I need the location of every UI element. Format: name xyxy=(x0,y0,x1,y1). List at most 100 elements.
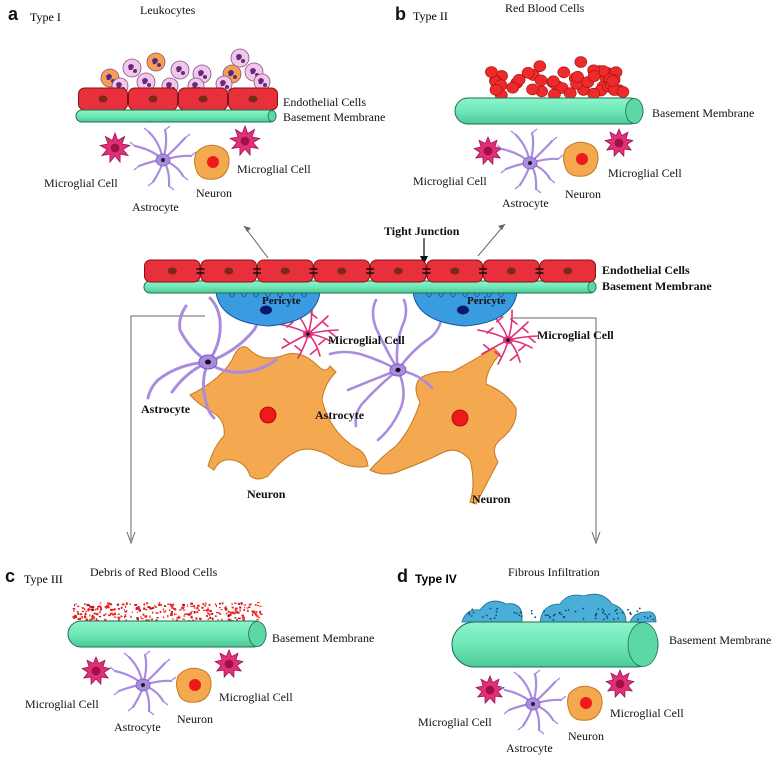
debris-fragment xyxy=(231,606,234,609)
astrocyte-process xyxy=(376,368,405,442)
astrocyte-branch xyxy=(182,175,189,181)
debris-fragment xyxy=(243,604,246,606)
debris-fragment xyxy=(209,609,212,612)
leukocyte-cluster xyxy=(100,48,271,95)
fibrous-speck xyxy=(616,612,618,615)
debris-fragment xyxy=(218,607,221,609)
red-blood-cell-cluster xyxy=(485,56,630,101)
astrocyte-branch xyxy=(184,133,191,139)
panel-d-microglia-right xyxy=(605,668,635,699)
fibrous-speck xyxy=(617,617,620,620)
fibrous-speck xyxy=(534,616,537,619)
debris-fragment xyxy=(173,608,175,610)
astrocyte-nucleus xyxy=(161,158,165,162)
neuron-body xyxy=(189,346,369,480)
debris-fragment xyxy=(142,613,145,616)
debris-fragment xyxy=(185,613,188,615)
debris-fragment xyxy=(107,602,110,605)
debris-fragment xyxy=(208,603,211,607)
endothelial-nucleus xyxy=(563,267,573,275)
debris-fragment xyxy=(90,618,94,620)
debris-fragment xyxy=(94,613,98,615)
fibrous-speck xyxy=(627,608,629,611)
panel-d-neuron-label: Neuron xyxy=(568,729,604,743)
fibrous-speck xyxy=(468,612,470,614)
leukocyte-lobe xyxy=(181,71,185,75)
leukocyte-nucleus xyxy=(142,78,148,85)
tight-junction-pointer-head xyxy=(420,256,428,264)
panel-b-astrocyte xyxy=(496,128,564,194)
tight-junction-mark xyxy=(253,268,261,274)
leukocyte-lobe xyxy=(157,63,161,67)
astrocyte-branch xyxy=(168,185,175,191)
panel-a-letter: a xyxy=(8,4,19,24)
fibrous-speck xyxy=(604,613,606,616)
leukocyte-lobe xyxy=(263,83,267,87)
astrocyte-branch xyxy=(551,136,558,142)
red-blood-cell xyxy=(574,56,588,68)
fibrous-speck xyxy=(567,609,570,611)
astrocyte-process xyxy=(371,298,400,372)
astrocyte-center xyxy=(328,298,444,442)
debris-fragment xyxy=(234,602,237,604)
red-blood-cell xyxy=(557,66,571,79)
panel-d-microglial-left-label: Microglial Cell xyxy=(418,715,492,729)
debris-fragment xyxy=(105,606,107,609)
red-blood-cell xyxy=(616,86,630,98)
debris-fragment xyxy=(182,606,184,609)
debris-fragment xyxy=(89,605,92,608)
debris-fragment xyxy=(97,606,99,608)
tight-junction-mark xyxy=(479,268,487,274)
debris-fragment xyxy=(136,611,138,613)
debris-fragment xyxy=(193,607,196,609)
fibrous-speck xyxy=(493,617,496,619)
leukocyte-nucleus xyxy=(116,82,122,89)
leukocyte-nucleus xyxy=(166,82,172,89)
arrowhead-a xyxy=(244,226,251,232)
debris-fragment xyxy=(107,606,110,609)
panel-a-type: Type I xyxy=(30,10,61,24)
debris-fragment xyxy=(221,618,223,621)
leukocyte-nucleus xyxy=(220,80,226,87)
leukocyte-lobe xyxy=(203,75,207,79)
debris-fragment xyxy=(125,619,127,622)
leukocyte-nucleus xyxy=(128,64,134,71)
debris-fragment xyxy=(187,613,191,616)
microglia-nucleus xyxy=(485,685,495,695)
debris-fragment xyxy=(92,605,95,608)
rbc-debris xyxy=(72,602,263,624)
arrow-to-panel-b xyxy=(477,223,506,257)
astrocyte-process xyxy=(206,358,278,374)
fibrous-speck xyxy=(608,613,610,616)
fibrous-speck xyxy=(558,612,561,615)
center-endothelial-label: Endothelial Cells xyxy=(602,263,690,277)
fibrous-speck xyxy=(649,615,652,618)
debris-fragment xyxy=(86,603,90,606)
debris-fragment xyxy=(196,611,199,613)
tight-junction-mark xyxy=(422,268,431,274)
fibrous-speck xyxy=(518,614,521,617)
leukocyte-lobe xyxy=(225,85,229,89)
panel-b-basement-label: Basement Membrane xyxy=(652,106,755,120)
astrocyte-branch xyxy=(190,151,197,157)
panel-d-illustration xyxy=(451,593,659,735)
debris-fragment xyxy=(231,611,234,614)
endothelial-nucleus xyxy=(280,267,290,275)
astrocyte-branch xyxy=(113,690,120,696)
endothelial-nucleus xyxy=(450,267,460,275)
debris-fragment xyxy=(129,603,131,605)
debris-fragment xyxy=(255,614,258,616)
debris-fragment xyxy=(73,604,76,607)
fibrous-speck xyxy=(495,614,498,617)
debris-fragment xyxy=(240,602,243,605)
right-microglial-label: Microglial Cell xyxy=(537,328,614,342)
debris-fragment xyxy=(206,614,208,617)
fibrous-speck xyxy=(636,610,639,613)
astrocyte-branch xyxy=(148,710,155,716)
debris-fragment xyxy=(159,610,162,614)
astrocyte-nucleus xyxy=(205,359,211,365)
debris-fragment xyxy=(125,616,127,618)
panel-c-microglial-left-label: Microglial Cell xyxy=(25,697,99,711)
panel-a-basement-label: Basement Membrane xyxy=(283,110,386,124)
astrocyte-branch xyxy=(143,127,150,133)
